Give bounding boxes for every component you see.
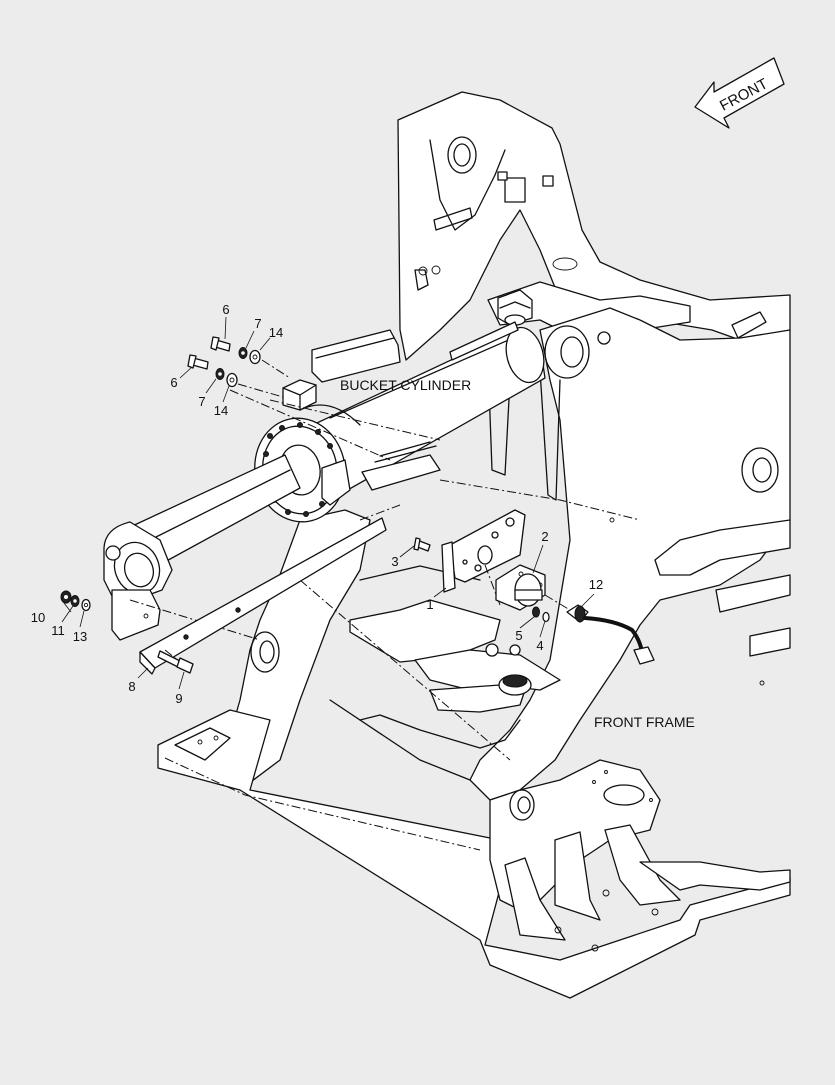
callout-6-upper: 6	[222, 302, 229, 317]
part-4-washer	[542, 611, 550, 623]
part-1-bracket	[441, 509, 526, 606]
part-13-washer	[81, 598, 91, 612]
callout-13: 13	[73, 629, 87, 644]
bucket-cylinder	[103, 314, 546, 641]
callout-3: 3	[391, 554, 398, 569]
callout-2: 2	[541, 529, 548, 544]
part-8-angle-bar	[139, 517, 387, 675]
callout-1: 1	[426, 597, 433, 612]
callout-7-upper: 7	[254, 316, 261, 331]
callout-8: 8	[128, 679, 135, 694]
leader-lines	[61, 316, 595, 690]
callout-6-lower: 6	[170, 375, 177, 390]
callout-11: 11	[51, 623, 65, 638]
part-14-washer-lower	[226, 372, 238, 388]
parts-10-11-13-hardware	[60, 590, 91, 612]
callout-numbers: 6 7 14 6 7 14 10 11 13 8 9 3 1 2 5 4 12	[31, 302, 603, 706]
lower-bolt-set	[187, 354, 284, 398]
part-2-sensor-housing	[495, 564, 571, 611]
front-frame	[157, 91, 791, 999]
bucket-cylinder-label: BUCKET CYLINDER	[340, 377, 471, 393]
part-3-screw	[413, 537, 431, 552]
part-14-washer-upper	[249, 349, 261, 365]
front-direction-arrow: FRONT	[694, 57, 785, 129]
part-5-nut	[532, 606, 540, 618]
part-9-bolt	[157, 650, 194, 674]
callout-4: 4	[536, 638, 543, 653]
callout-14-upper: 14	[269, 325, 283, 340]
callout-14-lower: 14	[214, 403, 228, 418]
parts-4-5-hardware	[532, 606, 550, 623]
front-frame-label: FRONT FRAME	[594, 714, 695, 730]
part-12-sensor-cable	[566, 604, 655, 665]
callout-10: 10	[31, 610, 45, 625]
upper-bolt-set	[210, 336, 291, 379]
callout-5: 5	[515, 628, 522, 643]
callout-12: 12	[589, 577, 603, 592]
callout-9: 9	[175, 691, 182, 706]
callout-7-lower: 7	[198, 394, 205, 409]
